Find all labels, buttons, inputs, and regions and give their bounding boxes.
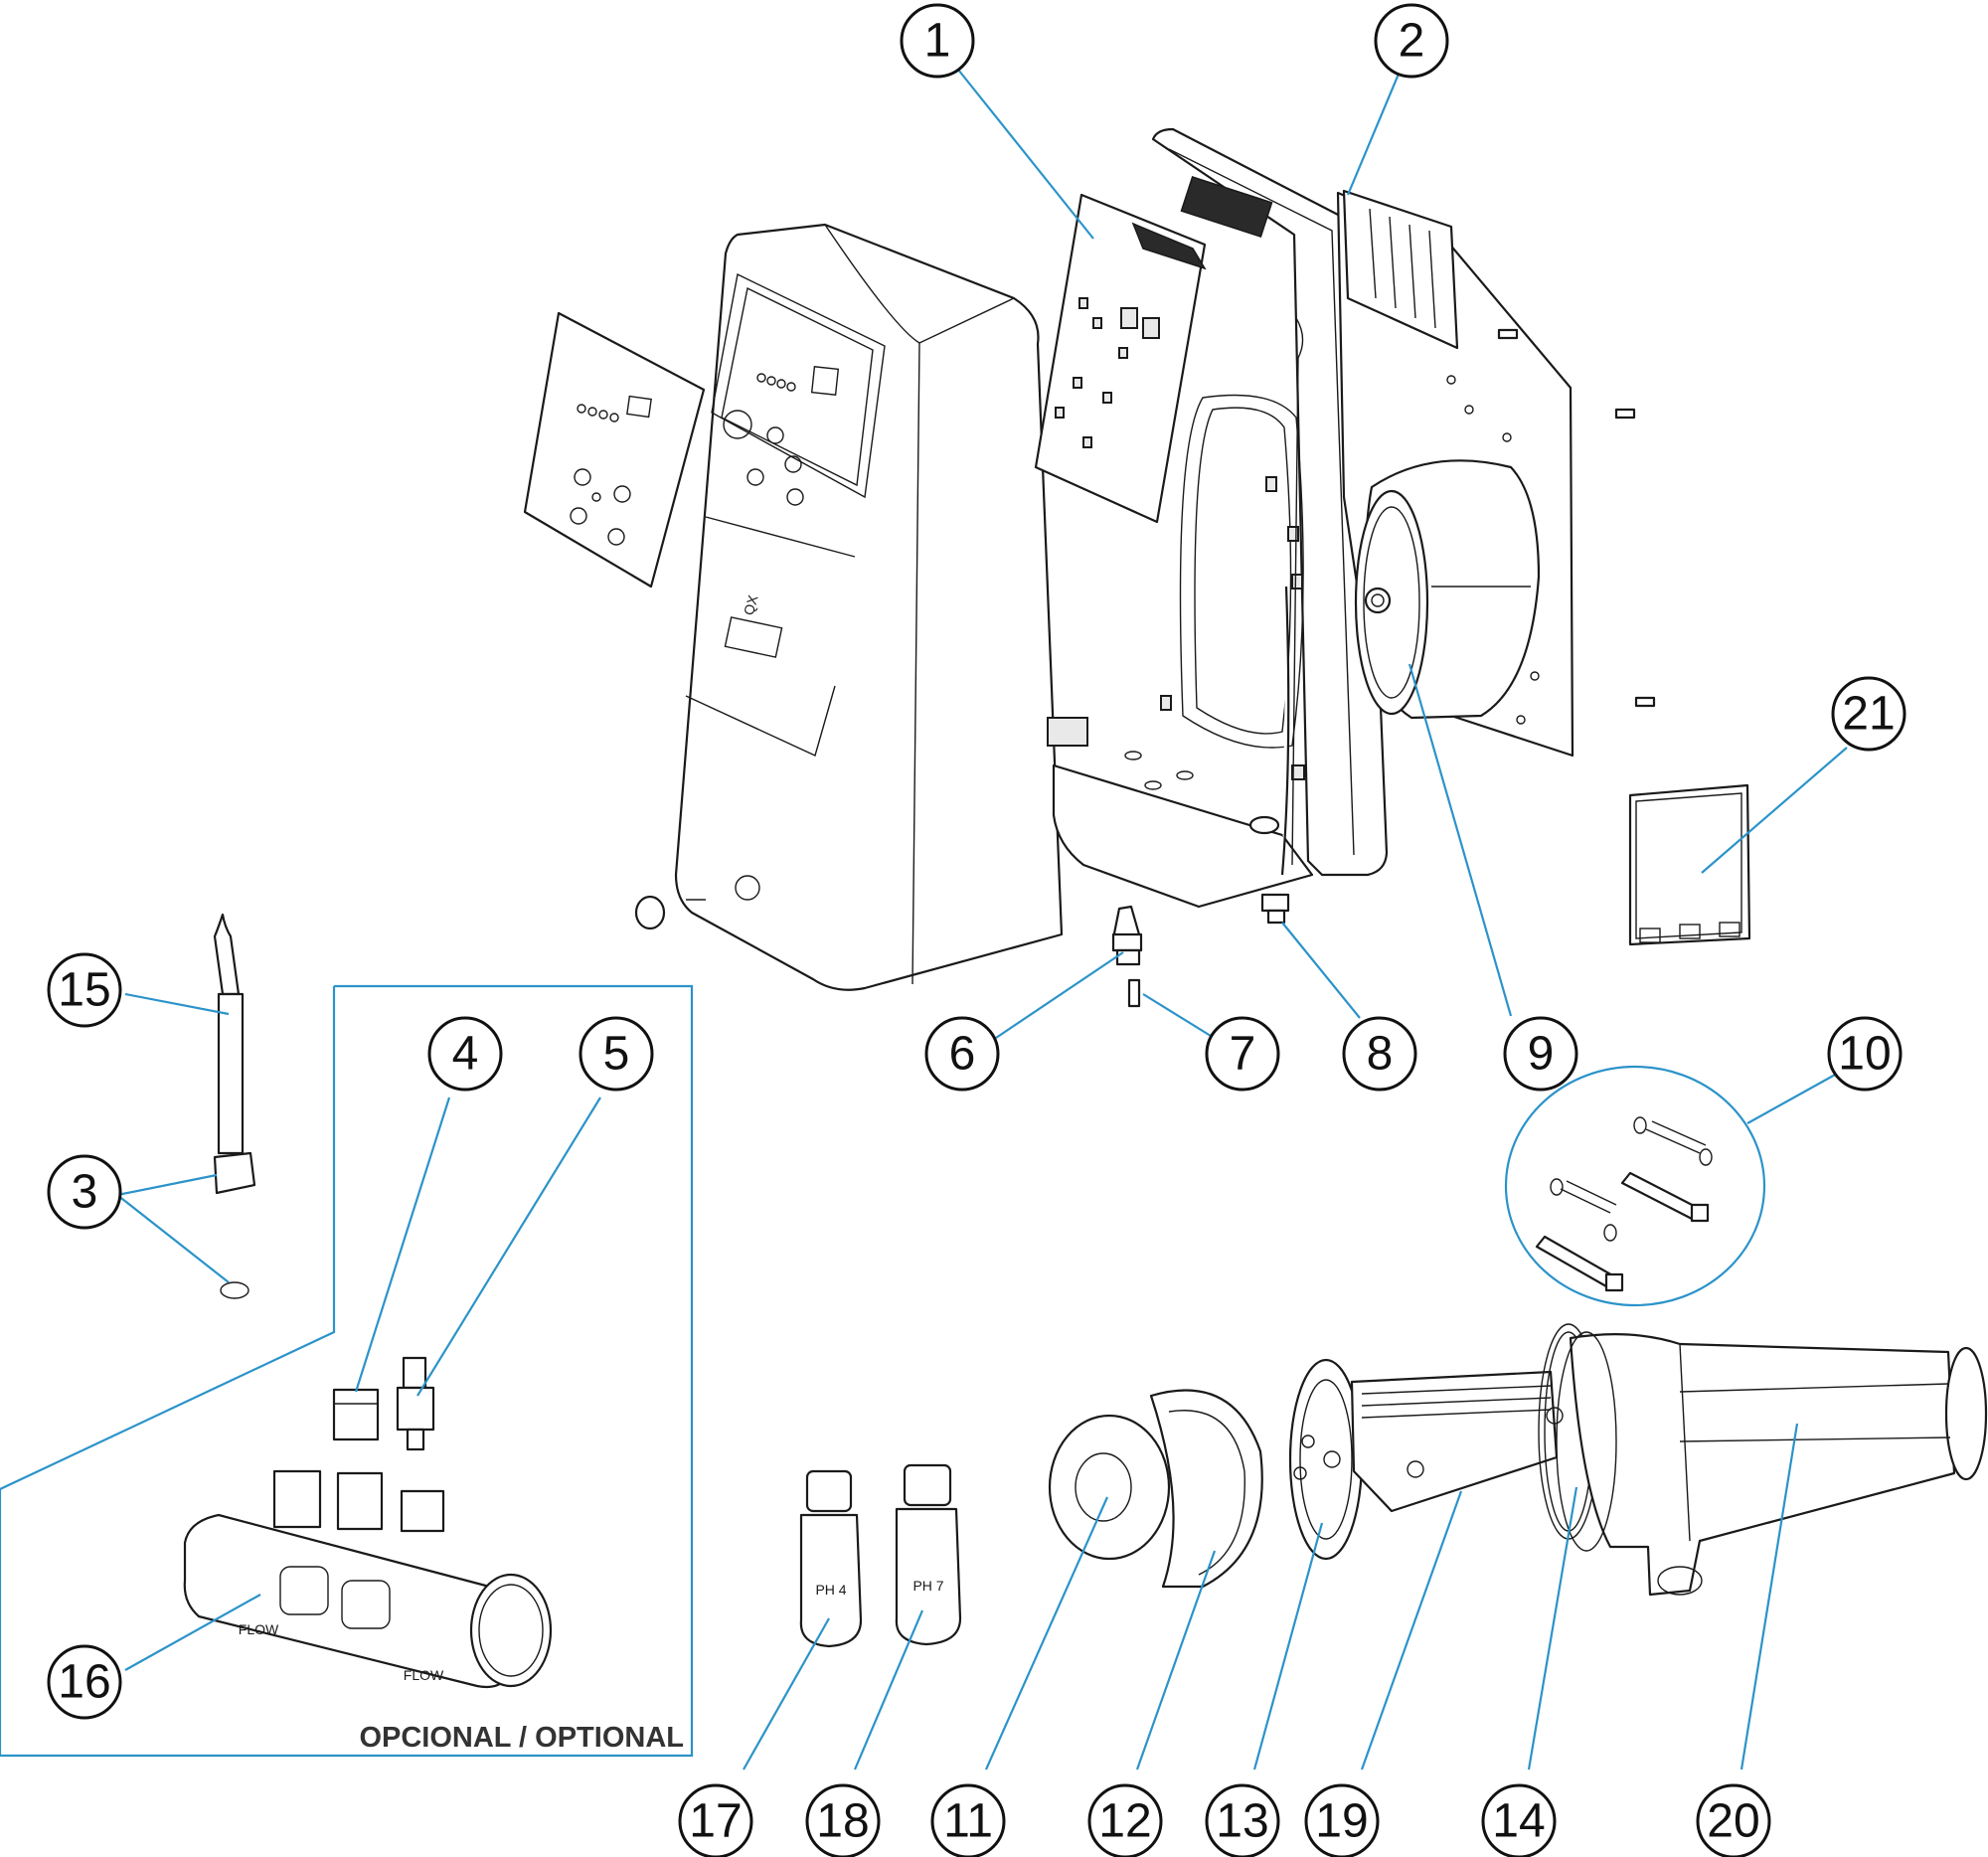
front-cover-housing: QX bbox=[634, 223, 1064, 991]
fixing-kit bbox=[1535, 1116, 1713, 1292]
optional-kit-frame bbox=[0, 984, 694, 1758]
svg-text:17: 17 bbox=[689, 1795, 742, 1848]
callout-4: 4 bbox=[427, 1016, 503, 1092]
callout-10: 10 bbox=[1827, 1016, 1903, 1092]
callout-18: 18 bbox=[805, 1783, 881, 1857]
leader-lines bbox=[116, 69, 1848, 1771]
callout-20: 20 bbox=[1696, 1783, 1771, 1857]
callout-11: 11 bbox=[930, 1783, 1006, 1857]
callout-15: 15 bbox=[47, 952, 122, 1028]
transformer bbox=[1354, 459, 1541, 720]
ph7-bottle: PH 7 bbox=[895, 1463, 962, 1646]
svg-text:FLOW: FLOW bbox=[404, 1667, 444, 1683]
svg-text:PH 4: PH 4 bbox=[815, 1582, 846, 1598]
fixing-kit-circle bbox=[1504, 1065, 1766, 1307]
svg-text:18: 18 bbox=[816, 1795, 869, 1848]
svg-text:21: 21 bbox=[1842, 688, 1895, 741]
adapter-5 bbox=[396, 1356, 435, 1451]
flow-cell-16: FLOW FLOW bbox=[183, 1469, 553, 1689]
ph4-bottle: PH 4 bbox=[799, 1469, 863, 1648]
svg-text:19: 19 bbox=[1315, 1795, 1368, 1848]
callout-6: 6 bbox=[924, 1016, 1000, 1092]
callout-9: 9 bbox=[1503, 1016, 1578, 1092]
svg-text:10: 10 bbox=[1838, 1028, 1891, 1081]
callout-5: 5 bbox=[579, 1016, 654, 1092]
terminal-cover bbox=[1628, 783, 1751, 946]
svg-text:FLOW: FLOW bbox=[239, 1621, 279, 1637]
callout-7: 7 bbox=[1205, 1016, 1280, 1092]
svg-text:3: 3 bbox=[72, 1166, 98, 1219]
svg-text:16: 16 bbox=[58, 1656, 110, 1709]
callout-3: 3 bbox=[47, 1154, 122, 1230]
callout-16: 16 bbox=[47, 1644, 122, 1720]
electrode-head-13 bbox=[1288, 1358, 1364, 1561]
electronic-board bbox=[1034, 193, 1207, 524]
svg-text:1: 1 bbox=[924, 15, 951, 68]
svg-text:6: 6 bbox=[949, 1028, 976, 1081]
cell-cap-11 bbox=[1048, 1414, 1171, 1561]
svg-text:20: 20 bbox=[1707, 1795, 1759, 1848]
svg-text:PH 7: PH 7 bbox=[912, 1578, 943, 1594]
svg-text:2: 2 bbox=[1399, 15, 1425, 68]
svg-text:14: 14 bbox=[1492, 1795, 1545, 1848]
rear-box-base bbox=[1047, 127, 1389, 909]
cable-gland-8 bbox=[1260, 586, 1290, 925]
callout-21: 21 bbox=[1831, 676, 1906, 752]
callout-2: 2 bbox=[1374, 3, 1449, 79]
svg-text:12: 12 bbox=[1098, 1795, 1151, 1848]
callout-17: 17 bbox=[678, 1783, 753, 1857]
svg-text:QX: QX bbox=[741, 592, 761, 616]
plug-4 bbox=[332, 1388, 380, 1441]
svg-text:15: 15 bbox=[58, 964, 110, 1017]
svg-text:4: 4 bbox=[452, 1028, 479, 1081]
svg-text:13: 13 bbox=[1216, 1795, 1268, 1848]
callout-13: 13 bbox=[1205, 1783, 1280, 1857]
svg-text:11: 11 bbox=[943, 1795, 993, 1848]
ph-probe bbox=[213, 913, 256, 1299]
front-panel-overlay bbox=[523, 311, 706, 589]
callout-12: 12 bbox=[1087, 1783, 1163, 1857]
svg-text:5: 5 bbox=[603, 1028, 630, 1081]
callout-1: 1 bbox=[900, 3, 975, 79]
cell-body-20 bbox=[1556, 1331, 1988, 1597]
optional-label: OPCIONAL / OPTIONAL bbox=[359, 1722, 684, 1754]
callout-19: 19 bbox=[1304, 1783, 1380, 1857]
screws-bracket bbox=[1497, 328, 1656, 708]
callout-8: 8 bbox=[1342, 1016, 1417, 1092]
callout-14: 14 bbox=[1481, 1783, 1557, 1857]
cell-nut-12 bbox=[1149, 1389, 1263, 1589]
electrode-plates-19 bbox=[1350, 1370, 1564, 1513]
pin-7 bbox=[1127, 978, 1141, 1008]
svg-text:9: 9 bbox=[1528, 1028, 1555, 1081]
svg-text:7: 7 bbox=[1230, 1028, 1256, 1081]
svg-text:8: 8 bbox=[1367, 1028, 1394, 1081]
